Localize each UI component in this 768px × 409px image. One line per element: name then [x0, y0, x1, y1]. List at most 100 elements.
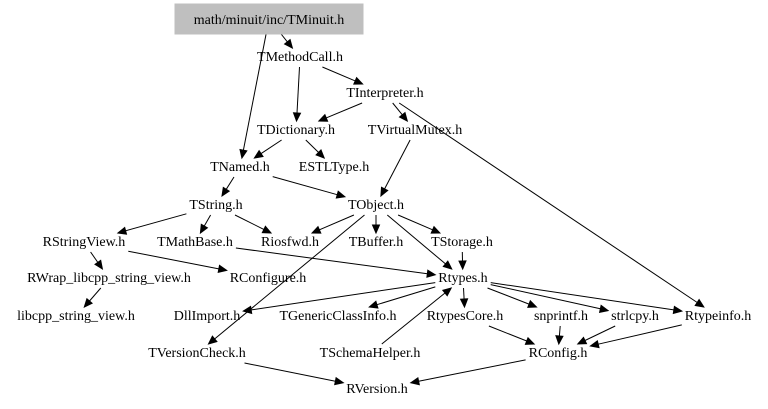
node-tvirtualmutex[interactable]: TVirtualMutex.h	[368, 123, 462, 138]
node-rtypes[interactable]: Rtypes.h	[438, 271, 487, 286]
edge-tinterpreter-to-rtypeinfo	[398, 102, 698, 303]
edge-tminuit-to-tmethodcall	[280, 33, 288, 43]
arrowhead-rconfig-to-rversion	[409, 376, 420, 386]
arrowhead-tstring-to-rstringview	[116, 226, 128, 235]
arrowhead-rwrap-to-libcpp	[83, 297, 93, 308]
edge-tobject-to-rtypes	[386, 214, 446, 265]
edge-rstringview-to-rconfigure	[128, 250, 219, 270]
arrowhead-tdictionary-to-tnamed	[253, 149, 264, 159]
node-rtypeinfo[interactable]: Rtypeinfo.h	[685, 309, 752, 324]
edge-tvirtualmutex-to-tobject	[384, 139, 411, 190]
edge-snprintf-to-rconfig	[558, 325, 561, 337]
arrowhead-tdictionary-to-estltype	[315, 148, 326, 159]
edge-rstringview-to-rwrap	[90, 251, 99, 263]
node-tbuffer[interactable]: TBuffer.h	[349, 235, 404, 250]
edge-rtypes-to-snprintf	[487, 287, 530, 305]
node-rstringview[interactable]: RStringView.h	[43, 235, 126, 250]
arrowhead-rstringview-to-rconfigure	[217, 264, 228, 273]
node-snprintf[interactable]: snprintf.h	[534, 309, 588, 324]
arrowhead-rtypes-to-dllimport	[242, 305, 253, 315]
arrowhead-tstring-to-riosfwd	[261, 225, 273, 234]
node-tinterpreter[interactable]: TInterpreter.h	[346, 86, 423, 101]
node-strlcpy[interactable]: strlcpy.h	[611, 309, 659, 324]
edge-rtypes-to-dllimport	[251, 282, 436, 311]
node-rconfig[interactable]: RConfig.h	[529, 346, 588, 361]
arrowhead-rtypes-to-snprintf	[527, 299, 538, 308]
node-tstring[interactable]: TString.h	[189, 198, 242, 213]
edge-tdictionary-to-estltype	[305, 139, 319, 153]
edge-tmethodcall-to-tinterpreter	[322, 66, 356, 82]
edge-tschemahelper-to-rtypes	[381, 292, 446, 345]
root-node-highlight	[174, 3, 364, 35]
edges-layer	[83, 33, 705, 386]
node-dllimport[interactable]: DllImport.h	[174, 309, 241, 324]
edge-tstring-to-rstringview	[125, 213, 187, 232]
edge-tinterpreter-to-tdictionary	[326, 102, 363, 119]
edge-tmethodcall-to-tdictionary	[296, 66, 300, 114]
arrowhead-tstring-to-tmathbase	[199, 223, 209, 235]
arrowhead-tobject-to-tbuffer	[371, 224, 381, 235]
arrowhead-tinterpreter-to-tvirtualmutex	[398, 111, 409, 122]
edge-tstring-to-tmathbase	[203, 214, 212, 227]
node-tgenericclassinfo[interactable]: TGenericClassInfo.h	[279, 309, 396, 324]
edge-tnamed-to-tobject	[272, 176, 338, 196]
edge-tinterpreter-to-tvirtualmutex	[392, 102, 403, 116]
edge-rtypes-to-tgenericclassinfo	[376, 286, 436, 306]
arrowhead-tobject-to-tstorage	[430, 225, 442, 234]
node-rwrap[interactable]: RWrap_libcpp_string_view.h	[27, 271, 191, 286]
edge-tminuit-to-tnamed	[242, 33, 267, 151]
arrowhead-tnamed-to-tstring	[221, 186, 231, 198]
node-tminuit[interactable]: math/minuit/inc/TMinuit.h	[194, 13, 345, 28]
node-tschemahelper[interactable]: TSchemaHelper.h	[320, 346, 421, 361]
node-rtypescore[interactable]: RtypesCore.h	[427, 309, 504, 324]
arrowhead-rtypeinfo-to-rconfig	[589, 339, 600, 349]
node-tmethodcall[interactable]: TMethodCall.h	[257, 50, 343, 65]
node-riosfwd[interactable]: Riosfwd.h	[261, 235, 319, 250]
node-tobject[interactable]: TObject.h	[348, 198, 404, 213]
arrowhead-rtypes-to-rtypescore	[459, 298, 469, 309]
arrowhead-rstringview-to-rwrap	[94, 259, 104, 271]
edge-rwrap-to-libcpp	[89, 287, 102, 302]
arrowhead-tmathbase-to-rtypes	[426, 269, 437, 278]
edge-rtypes-to-rtypeinfo	[490, 282, 674, 311]
arrowhead-rtypes-to-tgenericclassinfo	[368, 300, 379, 309]
edge-rtypes-to-strlcpy	[490, 284, 601, 310]
arrowhead-tobject-to-tversioncheck	[207, 335, 218, 345]
edge-rtypeinfo-to-rconfig	[598, 324, 682, 345]
edge-rtypes-to-rtypescore	[463, 287, 465, 300]
node-libcpp[interactable]: libcpp_string_view.h	[17, 309, 135, 324]
nodes-layer: math/minuit/inc/TMinuit.h TMethodCall.h …	[17, 13, 751, 397]
arrowhead-tobject-to-rtypes	[442, 260, 453, 270]
node-tdictionary[interactable]: TDictionary.h	[257, 123, 335, 138]
edge-strlcpy-to-rconfig	[584, 325, 616, 341]
arrowhead-tnamed-to-tobject	[335, 190, 347, 199]
arrowhead-tmethodcall-to-tinterpreter	[353, 76, 364, 85]
arrowhead-tinterpreter-to-tdictionary	[317, 113, 329, 122]
node-tstorage[interactable]: TStorage.h	[431, 235, 493, 250]
node-estltype[interactable]: ESTLType.h	[299, 160, 369, 175]
arrowhead-snprintf-to-rconfig	[555, 335, 564, 346]
arrowhead-rtypes-to-strlcpy	[598, 304, 610, 313]
arrowhead-tinterpreter-to-rtypeinfo	[694, 298, 705, 308]
edge-rtypescore-to-rconfig	[488, 325, 527, 342]
edge-tobject-to-riosfwd	[319, 214, 355, 231]
arrowhead-tschemahelper-to-rtypes	[441, 287, 453, 297]
edge-tobject-to-tversioncheck	[214, 214, 365, 340]
edge-tmathbase-to-rtypes	[235, 247, 428, 275]
edge-tnamed-to-tstring	[225, 176, 235, 190]
node-rconfigure[interactable]: RConfigure.h	[230, 271, 307, 286]
arrowhead-strlcpy-to-rconfig	[576, 336, 588, 345]
node-tversioncheck[interactable]: TVersionCheck.h	[148, 346, 246, 361]
arrowhead-tminuit-to-tnamed	[239, 148, 248, 160]
arrowhead-tobject-to-riosfwd	[310, 225, 322, 234]
arrowhead-tminuit-to-tmethodcall	[283, 38, 294, 49]
edge-tstring-to-riosfwd	[234, 214, 265, 230]
edge-tobject-to-tstorage	[397, 214, 433, 231]
node-tnamed[interactable]: TNamed.h	[210, 160, 269, 175]
node-tmathbase[interactable]: TMathBase.h	[157, 235, 233, 250]
arrowhead-rtypes-to-rtypeinfo	[672, 305, 684, 315]
node-rversion[interactable]: RVersion.h	[346, 382, 408, 397]
arrowhead-tmethodcall-to-tdictionary	[292, 112, 302, 123]
edge-rconfig-to-rversion	[418, 359, 526, 382]
